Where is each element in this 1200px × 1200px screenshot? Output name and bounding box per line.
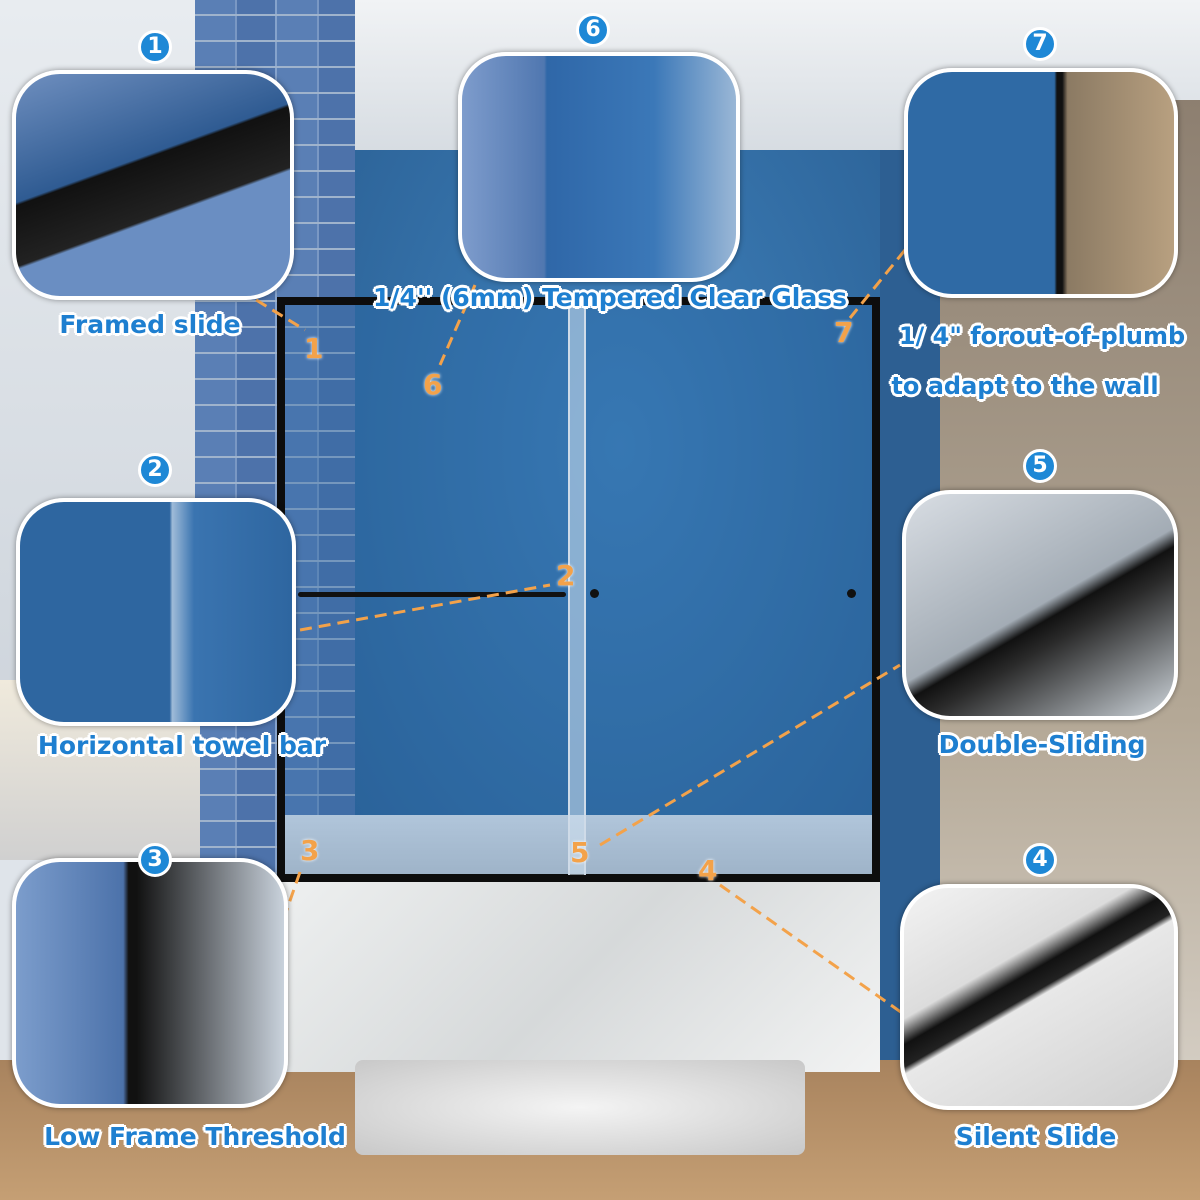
callout-badge-7: 7	[1023, 27, 1057, 61]
leader-line-3	[283, 871, 302, 916]
marker-5: 5	[570, 836, 590, 869]
callout-badge-2: 2	[138, 453, 172, 487]
callout-badge-5: 5	[1023, 449, 1057, 483]
marker-4: 4	[698, 854, 718, 887]
plumb-note-line2: to adapt to the wall	[891, 372, 1159, 400]
door-knob	[590, 589, 599, 598]
leader-line-1	[239, 288, 306, 332]
label-framed-slide: Framed slide	[59, 310, 241, 339]
callout-towel-bar-detail	[16, 498, 296, 726]
marker-1: 1	[304, 332, 324, 365]
marble-tub-panel	[277, 882, 880, 1072]
callout-framed-slide-detail	[12, 70, 294, 300]
marker-2: 2	[556, 559, 576, 592]
callout-badge-4: 4	[1023, 843, 1057, 877]
door-knob	[847, 589, 856, 598]
marker-7: 7	[834, 316, 854, 349]
bath-rug	[355, 1060, 805, 1155]
callout-silent-slide-detail	[900, 884, 1178, 1110]
callout-glass-detail	[458, 52, 740, 282]
callout-plumb-detail	[904, 68, 1178, 298]
plumb-note-line1: 1/ 4" forout-of-plumb	[898, 322, 1186, 350]
callout-double-sliding-detail	[902, 490, 1178, 720]
leader-line-6	[438, 284, 477, 366]
callout-badge-6: 6	[576, 13, 610, 47]
label-silent-slide: Silent Slide	[955, 1122, 1117, 1151]
callout-badge-3: 3	[138, 843, 172, 877]
towel-bar	[298, 592, 566, 597]
callout-badge-1: 1	[138, 30, 172, 64]
label-threshold: Low Frame Threshold	[44, 1122, 346, 1151]
door-overlap-seal	[568, 305, 586, 875]
leader-line-7	[848, 249, 907, 319]
marker-3: 3	[300, 834, 320, 867]
label-double-sliding: Double-Sliding	[938, 730, 1146, 759]
leader-line-2	[299, 583, 551, 632]
leader-line-4	[719, 883, 906, 1017]
label-towel-bar: Horizontal towel bar	[37, 731, 327, 760]
headline-glass: 1/4'' (6mm) Tempered Clear Glass	[373, 283, 847, 312]
marker-6: 6	[423, 368, 443, 401]
callout-threshold-detail	[12, 858, 288, 1108]
leader-line-5	[599, 663, 901, 847]
